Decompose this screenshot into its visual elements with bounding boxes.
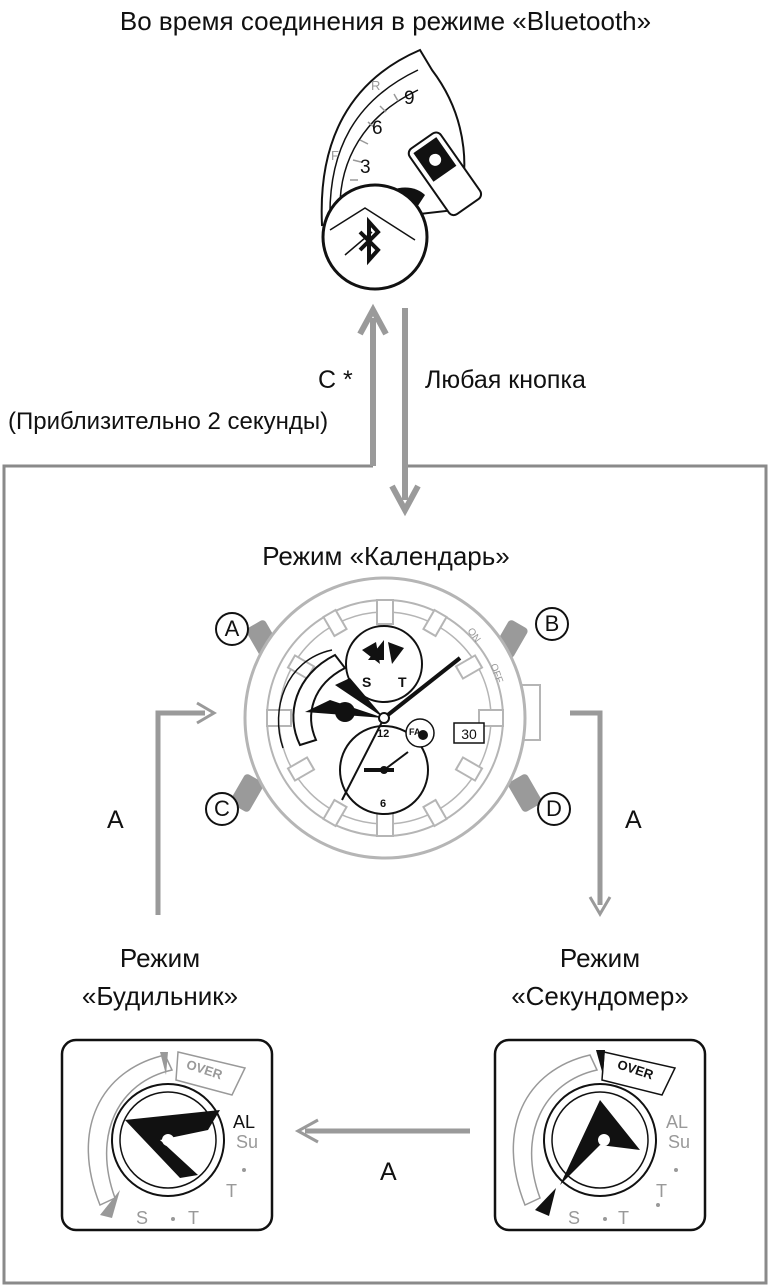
stopwatch-dial-su: Su — [668, 1132, 691, 1152]
cycle-label-bottom: A — [380, 1158, 397, 1186]
bt-dial-f: F — [331, 148, 339, 163]
up-duration-note: (Приблизительно 2 секунды) — [8, 408, 329, 435]
arrow-from-bluetooth — [389, 308, 421, 517]
stopwatch-dial — [493, 1038, 707, 1232]
arrow-to-bluetooth — [357, 303, 389, 466]
button-a-badge: A — [215, 612, 249, 646]
alarm-dial-al: AL — [233, 1112, 256, 1132]
calendar-subdial-s: S — [362, 674, 372, 690]
bluetooth-watch-detail — [320, 48, 483, 291]
alarm-dial-su: Su — [236, 1132, 259, 1152]
button-d-badge: D — [537, 792, 571, 826]
stopwatch-mode-title: Режим «Секундомер» — [490, 940, 710, 1015]
bt-dial-6: 6 — [372, 118, 383, 139]
stopwatch-dial-al: AL — [666, 1112, 689, 1132]
alarm-dial — [60, 1038, 274, 1232]
calendar-date-value: 30 — [461, 726, 477, 742]
calendar-watch — [230, 576, 542, 860]
calendar-small-dial-fa: FA — [409, 727, 421, 737]
alarm-dial-s: S — [136, 1208, 149, 1228]
bt-dial-3: 3 — [360, 157, 371, 178]
stopwatch-mode-title-line2: «Секундомер» — [511, 980, 689, 1011]
down-any-button-label: Любая кнопка — [425, 366, 586, 394]
button-c-badge: C — [205, 792, 239, 826]
stopwatch-dial-t-right: T — [656, 1181, 667, 1201]
alarm-dial-t-right: T — [226, 1181, 237, 1201]
calendar-dial-12: 12 — [377, 728, 390, 740]
bt-dial-r: R — [371, 78, 381, 93]
alarm-mode-title-line2: «Будильник» — [81, 980, 239, 1011]
button-b-badge: B — [535, 607, 569, 641]
cycle-label-left: A — [107, 806, 124, 834]
diagram-title: Во время соединения в режиме «Bluetooth» — [119, 6, 652, 36]
stopwatch-mode-title-line1: Режим — [559, 943, 641, 973]
cycle-label-right: A — [625, 806, 642, 834]
calendar-dial-6: 6 — [380, 798, 387, 810]
bt-dial-9: 9 — [404, 88, 415, 109]
mode-frame — [2, 464, 768, 1285]
arrow-stopwatch-to-alarm — [294, 1118, 470, 1144]
alarm-mode-title-line1: Режим — [119, 943, 201, 973]
calendar-mode-title: Режим «Календарь» — [262, 541, 510, 571]
up-button-label: C * — [318, 366, 353, 394]
stopwatch-dial-t-bottom: T — [618, 1208, 629, 1228]
bluetooth-icon — [358, 216, 381, 266]
stopwatch-dial-s: S — [568, 1208, 581, 1228]
alarm-dial-t-bottom: T — [188, 1208, 199, 1228]
calendar-subdial-t: T — [398, 674, 407, 690]
arrow-alarm-to-calendar — [155, 701, 217, 915]
alarm-mode-title: Режим «Будильник» — [60, 940, 260, 1015]
arrow-calendar-to-stopwatch — [570, 710, 612, 917]
